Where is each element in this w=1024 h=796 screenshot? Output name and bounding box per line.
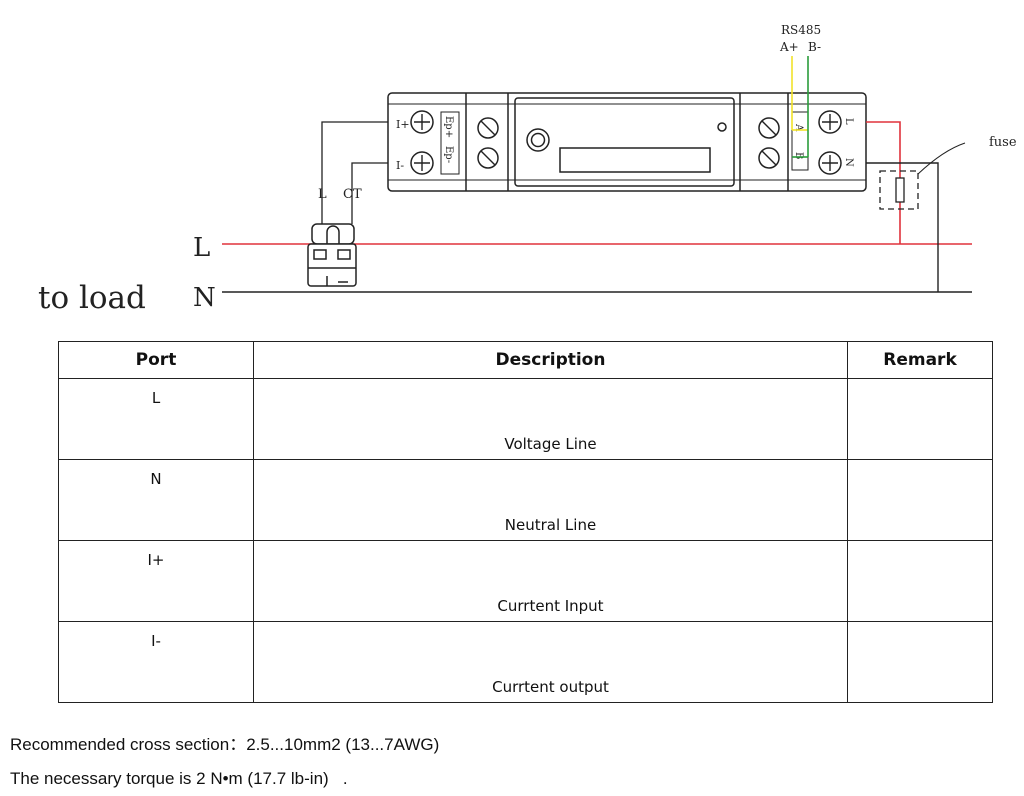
bus-label-a: A [793,123,804,132]
table-header-row: Port Description Remark [58,341,993,379]
header-description: Description [253,341,848,379]
line-n-label: N [193,283,216,313]
rs485-b-label: B- [808,40,821,54]
terminal-label-n: N [843,158,854,167]
port-cell: L [58,378,254,460]
to-load-label: to load [38,280,146,316]
rs485-a-label: A+ [779,40,799,54]
ct-clamp-icon [307,223,357,287]
description-cell: Voltage Line [253,378,848,460]
table-row: I+ Currtent Input [58,540,993,622]
terminal-label-l: L [843,118,854,125]
port-cell: I+ [58,540,254,622]
pulse-label-ep-plus: Ep+ [443,116,454,138]
bus-label-b: B [793,152,804,159]
ct-label: CT [343,187,362,202]
port-cell: I- [58,621,254,703]
description-cell: Neutral Line [253,459,848,541]
line-l-label: L [193,233,210,263]
table-row: L Voltage Line [58,378,993,460]
terminal-label-i-plus: I+ [396,118,410,131]
remark-cell [847,459,993,541]
port-cell: N [58,459,254,541]
torque-note: The necessary torque is 2 N•m (17.7 lb-i… [10,769,348,788]
fuse-label: fuse [989,135,1017,150]
remark-cell [847,540,993,622]
remark-cell [847,378,993,460]
table-row: I- Currtent output [58,621,993,703]
wiring-diagram: L to load N L CT [38,23,1017,316]
installation-notes: Recommended cross section：2.5...10mm2 (1… [10,728,439,796]
description-cell: Currtent output [253,621,848,703]
ct-lead-l [321,121,392,224]
header-remark: Remark [847,341,993,379]
header-port: Port [58,341,254,379]
port-table: Port Description Remark L Voltage Line N… [58,341,993,703]
ct-lead-ct [351,162,392,224]
table-row: N Neutral Line [58,459,993,541]
pulse-label-ep-minus: Ep- [443,146,454,163]
terminal-label-i-minus: I- [396,159,404,172]
description-cell: Currtent Input [253,540,848,622]
cross-section-note: Recommended cross section：2.5...10mm2 (1… [10,735,440,754]
rs485-title: RS485 [781,23,821,37]
remark-cell [847,621,993,703]
meter-l-wire [866,121,901,244]
meter-n-wire [866,162,939,292]
ct-l-label: L [318,187,327,202]
meter-body [387,92,867,192]
fuse-icon [879,170,919,210]
